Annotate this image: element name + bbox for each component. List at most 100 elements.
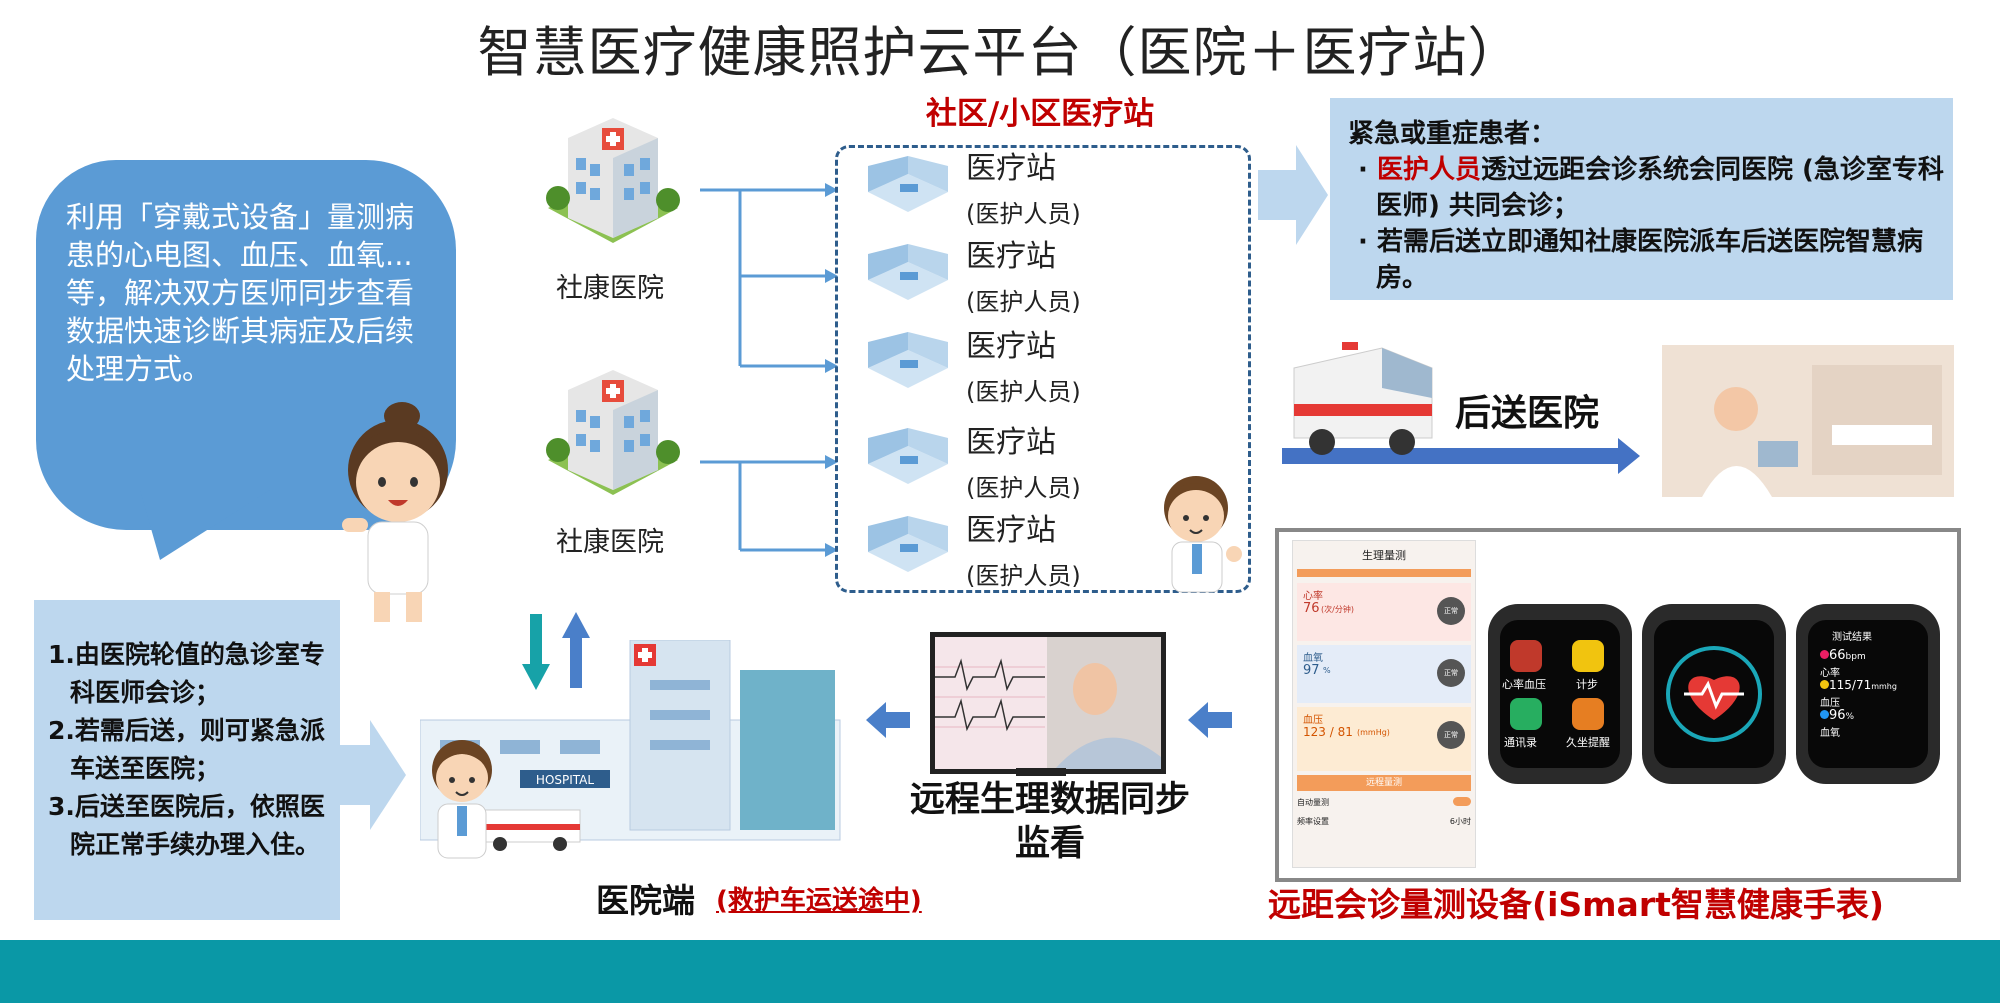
station-room-icon [868, 516, 948, 572]
watch-menu-screen: 心率血压 计步 通讯录 久坐提醒 [1500, 620, 1620, 768]
watch-item-heart-bp: 心率血压 [1502, 678, 1546, 691]
female-doctor-illustration [342, 402, 448, 622]
watch-item-contacts: 通讯录 [1504, 736, 1537, 749]
phone-title: 生理量测 [1362, 549, 1406, 562]
watch-bp-row: 115/71mmhg [1820, 678, 1897, 692]
send-to-hospital-label: 后送医院 [1455, 393, 1600, 434]
spo2-unit: % [1323, 666, 1331, 675]
footer-band [0, 940, 2000, 1003]
emergency-item-1-text: 透过远距会诊系统会同医院 (急诊室专科医师) 共同会诊； [1376, 155, 1944, 221]
remote-measure-button[interactable]: 远程量测 [1297, 775, 1471, 791]
main-hospital-illustration: HOSPITAL [420, 640, 841, 851]
heart-rate-card: 心率 76 (次/分钟) 正常 [1297, 583, 1471, 641]
procedure-item-2: 2.若需后送，则可紧急派车送至医院； [48, 716, 325, 783]
frequency-label: 频率设置 [1297, 817, 1329, 826]
phone-app-screenshot: 生理量测 心率 76 (次/分钟) 正常 血氧 97 % 正常 血压 123 /… [1292, 540, 1476, 868]
hospital-station-connectors [700, 183, 838, 557]
station-room-icon [868, 332, 948, 388]
station-name: 医疗站 [966, 425, 1056, 460]
heart-rate-value: 76 [1303, 601, 1320, 616]
auto-measure-toggle[interactable] [1453, 797, 1471, 806]
hospital-procedure-box [34, 600, 340, 920]
heart-rate-label: 心率 [1303, 591, 1323, 602]
blood-pressure-card: 血压 123 / 81 (mmHg) 正常 [1297, 707, 1471, 771]
emergency-item-2-text: 若需后送立即通知社康医院派车后送医院智慧病房。 [1376, 227, 1923, 293]
hospital-end-sublabel[interactable]: (救护车运送途中) [716, 886, 922, 916]
community-hospital-icon-2 [546, 370, 680, 495]
watch-spo2-row: 96% [1820, 708, 1854, 723]
spo2-label: 血氧 [1303, 653, 1323, 664]
spo2-value: 97 [1303, 663, 1320, 678]
bp-unit: (mmHg) [1357, 728, 1390, 737]
watch-spo2-label: 血氧 [1820, 728, 1840, 739]
watch-hr-row: 66bpm [1820, 648, 1866, 663]
contacts-app-icon [1510, 698, 1542, 730]
speech-bubble-text: 利用「穿戴式设备」量测病患的心电图、血压、血氧...等，解决双方医师同步查看数据… [66, 200, 415, 386]
smart-ward-photo [1662, 345, 1954, 497]
remote-monitor-caption: 远程生理数据同步监看 [910, 780, 1191, 864]
frequency-value[interactable]: 6小时 [1449, 817, 1471, 826]
station-name: 医疗站 [966, 239, 1056, 274]
auto-measure-row: 自动量测 [1297, 797, 1471, 808]
station-room-icon [868, 428, 948, 484]
bp-status-badge: 正常 [1437, 721, 1465, 749]
station-to-emergency-arrow [1258, 145, 1328, 245]
watch-bp-label: 血压 [1820, 698, 1840, 709]
community-hospital-icon-1 [546, 118, 680, 243]
spo2-card: 血氧 97 % 正常 [1297, 645, 1471, 703]
watch-item-sedentary: 久坐提醒 [1566, 736, 1610, 749]
watch-results-screen: 测试结果 66bpm 心率 115/71mmhg 血压 96% 血氧 [1808, 620, 1928, 768]
station-staff: (医护人员) [966, 200, 1081, 228]
watch-spo2-value: 96 [1829, 708, 1846, 723]
watch-bp-value: 115/71 [1829, 678, 1872, 692]
auto-measure-label: 自动量测 [1297, 798, 1329, 807]
frequency-row: 频率设置 6小时 [1297, 816, 1471, 827]
watch-bp-unit: mmhg [1871, 682, 1897, 691]
emergency-info-text: 紧急或重症患者： · 医护人员透过远距会诊系统会同医院 (急诊室专科医师) 共同… [1348, 116, 1948, 296]
watch-item-steps: 计步 [1576, 678, 1598, 691]
watch-heart-screen [1654, 620, 1774, 768]
emergency-staff-highlight: 医护人员 [1376, 155, 1481, 185]
sedentary-app-icon [1572, 698, 1604, 730]
station-staff: (医护人员) [966, 562, 1081, 590]
speech-bubble-tail [140, 490, 270, 560]
bidirectional-arrows [522, 612, 590, 690]
station-group-box [835, 145, 1251, 593]
watch-hr-unit: bpm [1845, 652, 1866, 662]
smartwatch-results: 测试结果 66bpm 心率 115/71mmhg 血压 96% 血氧 [1796, 604, 1940, 784]
device-to-monitor-arrow [1188, 702, 1232, 738]
monitor-to-hospital-arrow [866, 702, 910, 738]
heart-rate-unit: (次/分钟) [1321, 605, 1354, 614]
bp-value: 123 / 81 [1303, 725, 1353, 739]
hospital-doctor-illustration [432, 740, 492, 859]
station-name: 医疗站 [966, 329, 1056, 364]
page-title: 智慧医疗健康照护云平台（医院＋医疗站） [477, 21, 1523, 84]
ambulance-arrow-group [1282, 342, 1640, 474]
station-staff: (医护人员) [966, 378, 1081, 406]
hospital-procedure-list: 1.由医院轮值的急诊室专科医师会诊； 2.若需后送，则可紧急派车送至医院； 3.… [48, 636, 338, 864]
spo2-dot-icon [1820, 710, 1829, 719]
hr-dot-icon [1820, 650, 1829, 659]
watch-spo2-unit: % [1845, 712, 1855, 722]
station-header: 社区/小区医疗站 [925, 96, 1155, 132]
box-to-hospital-arrow [340, 720, 406, 830]
emergency-heading: 紧急或重症患者： [1348, 119, 1557, 149]
heart-status-badge: 正常 [1437, 597, 1465, 625]
smartwatch-menu: 心率血压 计步 通讯录 久坐提醒 [1488, 604, 1632, 784]
station-staff: (医护人员) [966, 474, 1081, 502]
step-app-icon [1572, 640, 1604, 672]
emergency-item-2: · 若需后送立即通知社康医院派车后送医院智慧病房。 [1358, 227, 1923, 293]
station-room-icon [868, 156, 948, 212]
emergency-info-box [1330, 98, 1953, 300]
watch-hr-value: 66 [1829, 648, 1846, 663]
patient-monitor-screen [930, 632, 1166, 774]
male-doctor-illustration [1164, 476, 1242, 593]
heart-icon [1666, 646, 1762, 742]
smartwatch-heart [1642, 604, 1786, 784]
phone-notice-bar [1297, 569, 1471, 577]
device-caption: 远距会诊量测设备(iSmart智慧健康手表) [1268, 885, 1884, 924]
watch-result-title: 测试结果 [1832, 632, 1872, 643]
procedure-item-3: 3.后送至医院后，依照医院正常手续办理入住。 [48, 792, 325, 859]
station-name: 医疗站 [966, 151, 1056, 186]
hospital-sign: HOSPITAL [536, 773, 594, 787]
